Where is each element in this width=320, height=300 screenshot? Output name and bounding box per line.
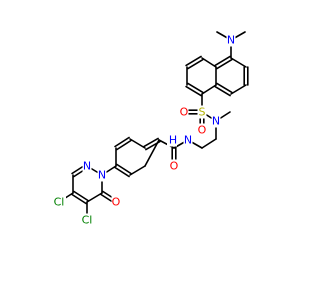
double-bond-line (187, 82, 204, 94)
double-bond-line (214, 55, 231, 67)
single-bond (230, 84, 247, 95)
double-bond-line (216, 58, 233, 70)
amide-oxygen-atom-background (169, 159, 179, 173)
double-bond-line (185, 55, 202, 67)
double-bond-line (116, 163, 132, 175)
chlorine-atom-background (52, 195, 66, 209)
ring-oxygen-atom: O (112, 196, 121, 209)
ring-nitrogen-atom-background (82, 159, 92, 173)
single-bond (144, 139, 160, 167)
chlorine-atom-background (80, 213, 94, 227)
double-bond-line (116, 139, 132, 151)
amide-nitrogen-atom: N (184, 134, 192, 147)
single-bond (201, 84, 217, 95)
single-bond (201, 138, 217, 149)
amide-hydrogen-atom: H (169, 134, 177, 147)
sulfonamide-nitrogen-atom: N (212, 115, 220, 128)
chlorine-atom: Cl (82, 214, 93, 227)
double-bond-line (185, 85, 202, 97)
n-dimethyl-atom-background (226, 33, 236, 47)
single-bond (86, 192, 103, 203)
double-bond-line (73, 190, 89, 202)
amide-hydrogen-background (167, 133, 177, 147)
ring-oxygen-atom-background (111, 195, 121, 209)
amide-nitrogen-atom-background (183, 133, 193, 147)
single-bond (230, 57, 247, 68)
double-bond-line (71, 193, 87, 205)
sulfur-atom-background (197, 105, 207, 119)
sulfur-atom: S (199, 106, 206, 119)
single-bond (129, 138, 146, 149)
amide-oxygen-atom: O (170, 160, 179, 173)
sulfonamide-nitrogen-atom-background (211, 114, 221, 128)
chlorine-atom: Cl (54, 196, 65, 209)
double-bond-line (216, 82, 233, 94)
sulfonyl-oxygen-atom-background (179, 105, 189, 119)
ring-nitrogen-atom: N (83, 160, 91, 173)
ring-nitrogen-atom-background (97, 168, 107, 182)
double-bond-line (143, 137, 159, 148)
sulfonyl-oxygen-atom: O (180, 106, 189, 119)
single-bond (201, 57, 217, 68)
single-bond (129, 165, 146, 176)
double-bond-line (187, 58, 204, 70)
double-bond-line (114, 166, 130, 178)
double-bond-line (214, 85, 231, 97)
sulfonyl-oxygen-atom: O (198, 124, 207, 137)
sulfonyl-oxygen-atom-background (197, 123, 207, 137)
double-bond-line (114, 136, 130, 148)
n-dimethyl-atom: N (227, 34, 235, 47)
ring-nitrogen-atom: N (98, 169, 106, 182)
single-bond (158, 139, 175, 149)
